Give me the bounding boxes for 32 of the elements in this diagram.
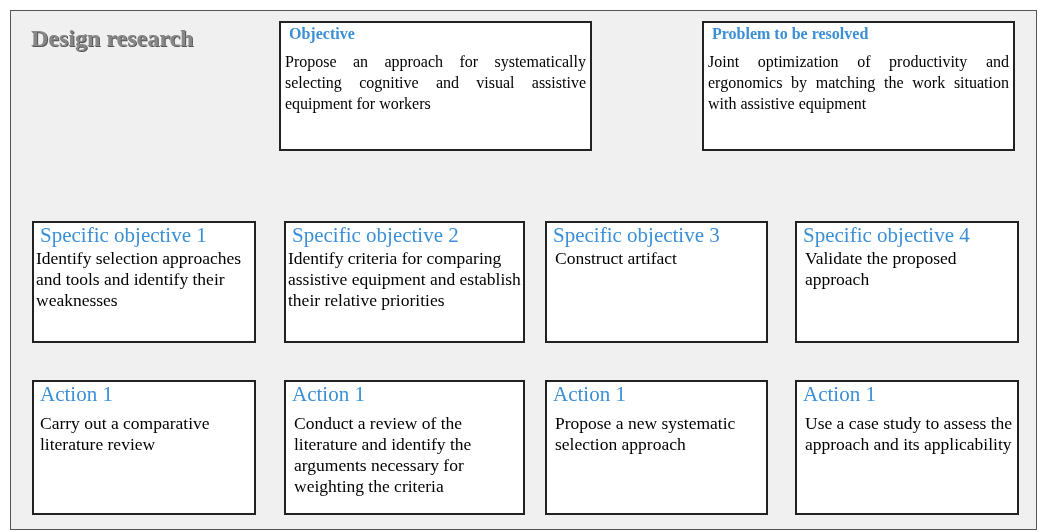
box-text: Joint optimization of productivity and ergonomics by matching the work situation with assistive equipment	[708, 52, 1009, 114]
box-text: Propose an approach for systematically selecting cognitive and visual assistive equipment for workers	[285, 52, 586, 114]
text-box	[32, 380, 256, 515]
box-text: Conduct a review of the literature and identify the arguments necessary for weighting the criteria	[294, 413, 473, 497]
box-heading: Action 1	[292, 382, 366, 407]
text-box	[284, 221, 525, 343]
box-text: Carry out a comparative literature review	[40, 413, 211, 455]
box-heading: Problem to be resolved	[712, 25, 870, 43]
box-text: Identify selection approaches and tools and identify their weaknesses	[36, 248, 243, 311]
text-box	[279, 21, 592, 151]
text-box	[545, 221, 768, 343]
box-heading: Action 1	[553, 382, 627, 407]
box-heading: Action 1	[40, 382, 114, 407]
box-text: Identify criteria for comparing assistive equipment and establish their relative priorities	[288, 248, 521, 311]
text-box	[545, 380, 768, 515]
box-heading: Specific objective 2	[292, 223, 460, 248]
box-heading: Specific objective 3	[553, 223, 721, 248]
text-box	[284, 380, 525, 515]
box-heading: Objective	[289, 25, 356, 43]
box-heading: Specific objective 4	[803, 223, 971, 248]
box-text: Validate the proposed approach	[805, 248, 958, 290]
box-text: Construct artifact	[555, 248, 678, 269]
text-box	[795, 221, 1019, 343]
box-heading: Action 1	[803, 382, 877, 407]
text-box	[702, 21, 1015, 151]
box-text: Propose a new systematic selection approach	[555, 413, 737, 455]
box-heading: Specific objective 1	[40, 223, 208, 248]
box-text: Use a case study to assess the approach and its applicability	[805, 413, 1014, 455]
text-box	[32, 221, 256, 343]
text-box	[795, 380, 1019, 515]
panel-background	[10, 10, 1037, 530]
panel-title: Design research	[31, 25, 194, 52]
